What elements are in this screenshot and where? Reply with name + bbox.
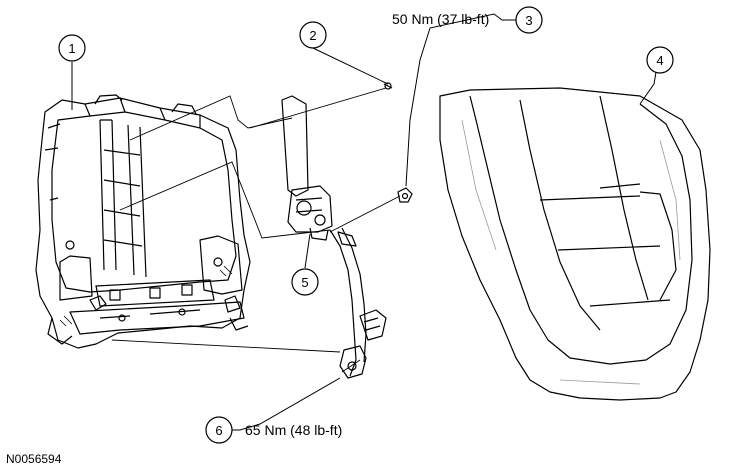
svg-text:3: 3	[525, 13, 532, 28]
svg-text:1: 1	[68, 41, 75, 56]
seat-frame	[35, 94, 251, 349]
callout-bubble-6: 6	[205, 416, 233, 444]
callout-bubble-1: 1	[58, 34, 86, 62]
callout-bubble-4: 4	[646, 46, 674, 74]
callout-bubble-2: 2	[299, 21, 327, 49]
svg-text:6: 6	[215, 423, 222, 438]
callout-leaders	[71, 13, 657, 431]
figure-reference-code: N0056594	[6, 452, 62, 466]
seat-back-cushion	[439, 87, 711, 401]
svg-text:2: 2	[309, 28, 316, 43]
installation-guide-lines	[119, 87, 401, 373]
svg-text:5: 5	[301, 275, 308, 290]
floor-guide-line	[111, 339, 341, 353]
callout-bubble-5: 5	[291, 268, 319, 296]
nut-part	[397, 187, 413, 203]
callout-bubble-3: 3	[515, 6, 543, 34]
torque-label-6: 65 Nm (48 lb-ft)	[245, 422, 343, 438]
bolt-part	[383, 82, 393, 90]
torque-label-3: 50 Nm (37 lb-ft)	[392, 11, 490, 27]
svg-text:4: 4	[656, 53, 663, 68]
cushion-shading	[461, 119, 681, 385]
seat-belt-retractor	[281, 95, 387, 379]
